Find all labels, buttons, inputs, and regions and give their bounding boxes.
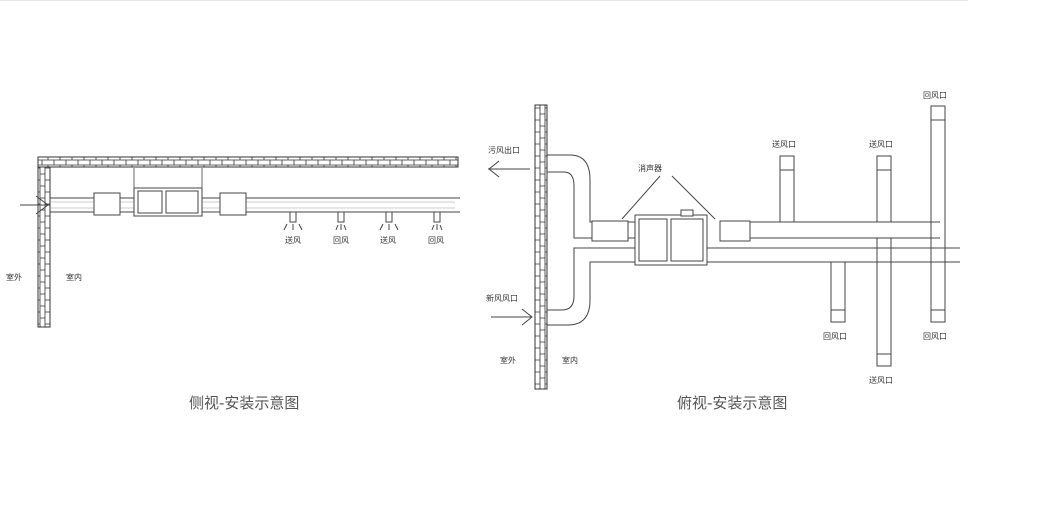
return-grille-3 bbox=[930, 309, 946, 323]
side-view-caption: 侧视-安装示意图 bbox=[189, 394, 299, 412]
side-drop-2 bbox=[337, 211, 345, 223]
exhaust-duct-inner bbox=[547, 171, 640, 239]
wall-arrow bbox=[20, 195, 50, 215]
side-unit-panel-1 bbox=[137, 190, 163, 214]
fresh-arrow bbox=[491, 308, 533, 326]
top-border-line bbox=[0, 0, 968, 1]
supply-branch-2 bbox=[876, 170, 892, 222]
fresh-label: 新风风口 bbox=[486, 293, 518, 303]
supply-diffuser-2 bbox=[876, 155, 892, 171]
return-branch-2 bbox=[930, 120, 946, 310]
ceiling-brick bbox=[37, 156, 459, 168]
top-indoor-label: 室内 bbox=[562, 355, 578, 365]
supply-arrow-1 bbox=[283, 223, 303, 231]
side-drop-1 bbox=[289, 211, 297, 223]
side-unit-panel-2 bbox=[165, 190, 199, 214]
return-label: 回风口 bbox=[823, 332, 847, 341]
side-fitting-left bbox=[93, 192, 121, 216]
return-trunk-end bbox=[940, 247, 960, 263]
side-outlet-label: 送风 bbox=[380, 235, 396, 245]
side-outdoor-label: 室外 bbox=[6, 272, 22, 282]
exhaust-duct-outer bbox=[547, 154, 640, 223]
supply-trunk bbox=[750, 221, 940, 239]
supply-branch-3 bbox=[876, 238, 892, 354]
top-unit-panel-2 bbox=[670, 218, 704, 262]
silencer-label: 消声器 bbox=[638, 163, 662, 173]
fresh-duct-inner bbox=[547, 247, 640, 311]
side-indoor-label: 室内 bbox=[66, 272, 82, 282]
supply-branch-1 bbox=[779, 170, 795, 222]
supply-diffuser-3 bbox=[876, 353, 892, 367]
fresh-duct-outer bbox=[547, 261, 640, 326]
return-trunk bbox=[707, 247, 940, 263]
silencer-right bbox=[719, 220, 751, 242]
supply-label: 送风口 bbox=[869, 139, 893, 149]
side-outlet-label: 回风 bbox=[333, 236, 349, 245]
supply-arrow-2 bbox=[379, 223, 399, 231]
side-drop-4 bbox=[433, 211, 441, 223]
return-grille-2 bbox=[930, 105, 946, 121]
silencer-left bbox=[591, 220, 629, 242]
supply-label: 送风口 bbox=[869, 375, 893, 385]
return-arrow-2 bbox=[431, 224, 443, 231]
return-label: 回风口 bbox=[923, 332, 947, 341]
return-branch-1 bbox=[830, 262, 846, 310]
return-label: 回风口 bbox=[923, 91, 947, 100]
return-arrow-1 bbox=[335, 224, 347, 231]
exhaust-arrow bbox=[488, 160, 530, 178]
top-outdoor-label: 室外 bbox=[500, 355, 516, 365]
top-wall-brick bbox=[534, 104, 548, 390]
top-unit-panel-1 bbox=[638, 218, 668, 262]
top-view-caption: 俯视-安装示意图 bbox=[677, 394, 787, 412]
side-outlet-label: 送风 bbox=[285, 235, 301, 245]
unit-top-port bbox=[680, 209, 694, 217]
side-wall-brick bbox=[37, 166, 51, 328]
top-view bbox=[488, 104, 960, 390]
side-outlet-label: 回风 bbox=[428, 236, 444, 245]
exhaust-label: 污风出口 bbox=[488, 145, 520, 155]
supply-label: 送风口 bbox=[772, 139, 796, 149]
side-view bbox=[20, 156, 460, 328]
silencer-pointer bbox=[621, 175, 716, 220]
side-fitting-right bbox=[219, 192, 247, 216]
return-grille-1 bbox=[830, 309, 846, 323]
side-drop-3 bbox=[385, 211, 393, 223]
supply-diffuser-1 bbox=[779, 155, 795, 171]
